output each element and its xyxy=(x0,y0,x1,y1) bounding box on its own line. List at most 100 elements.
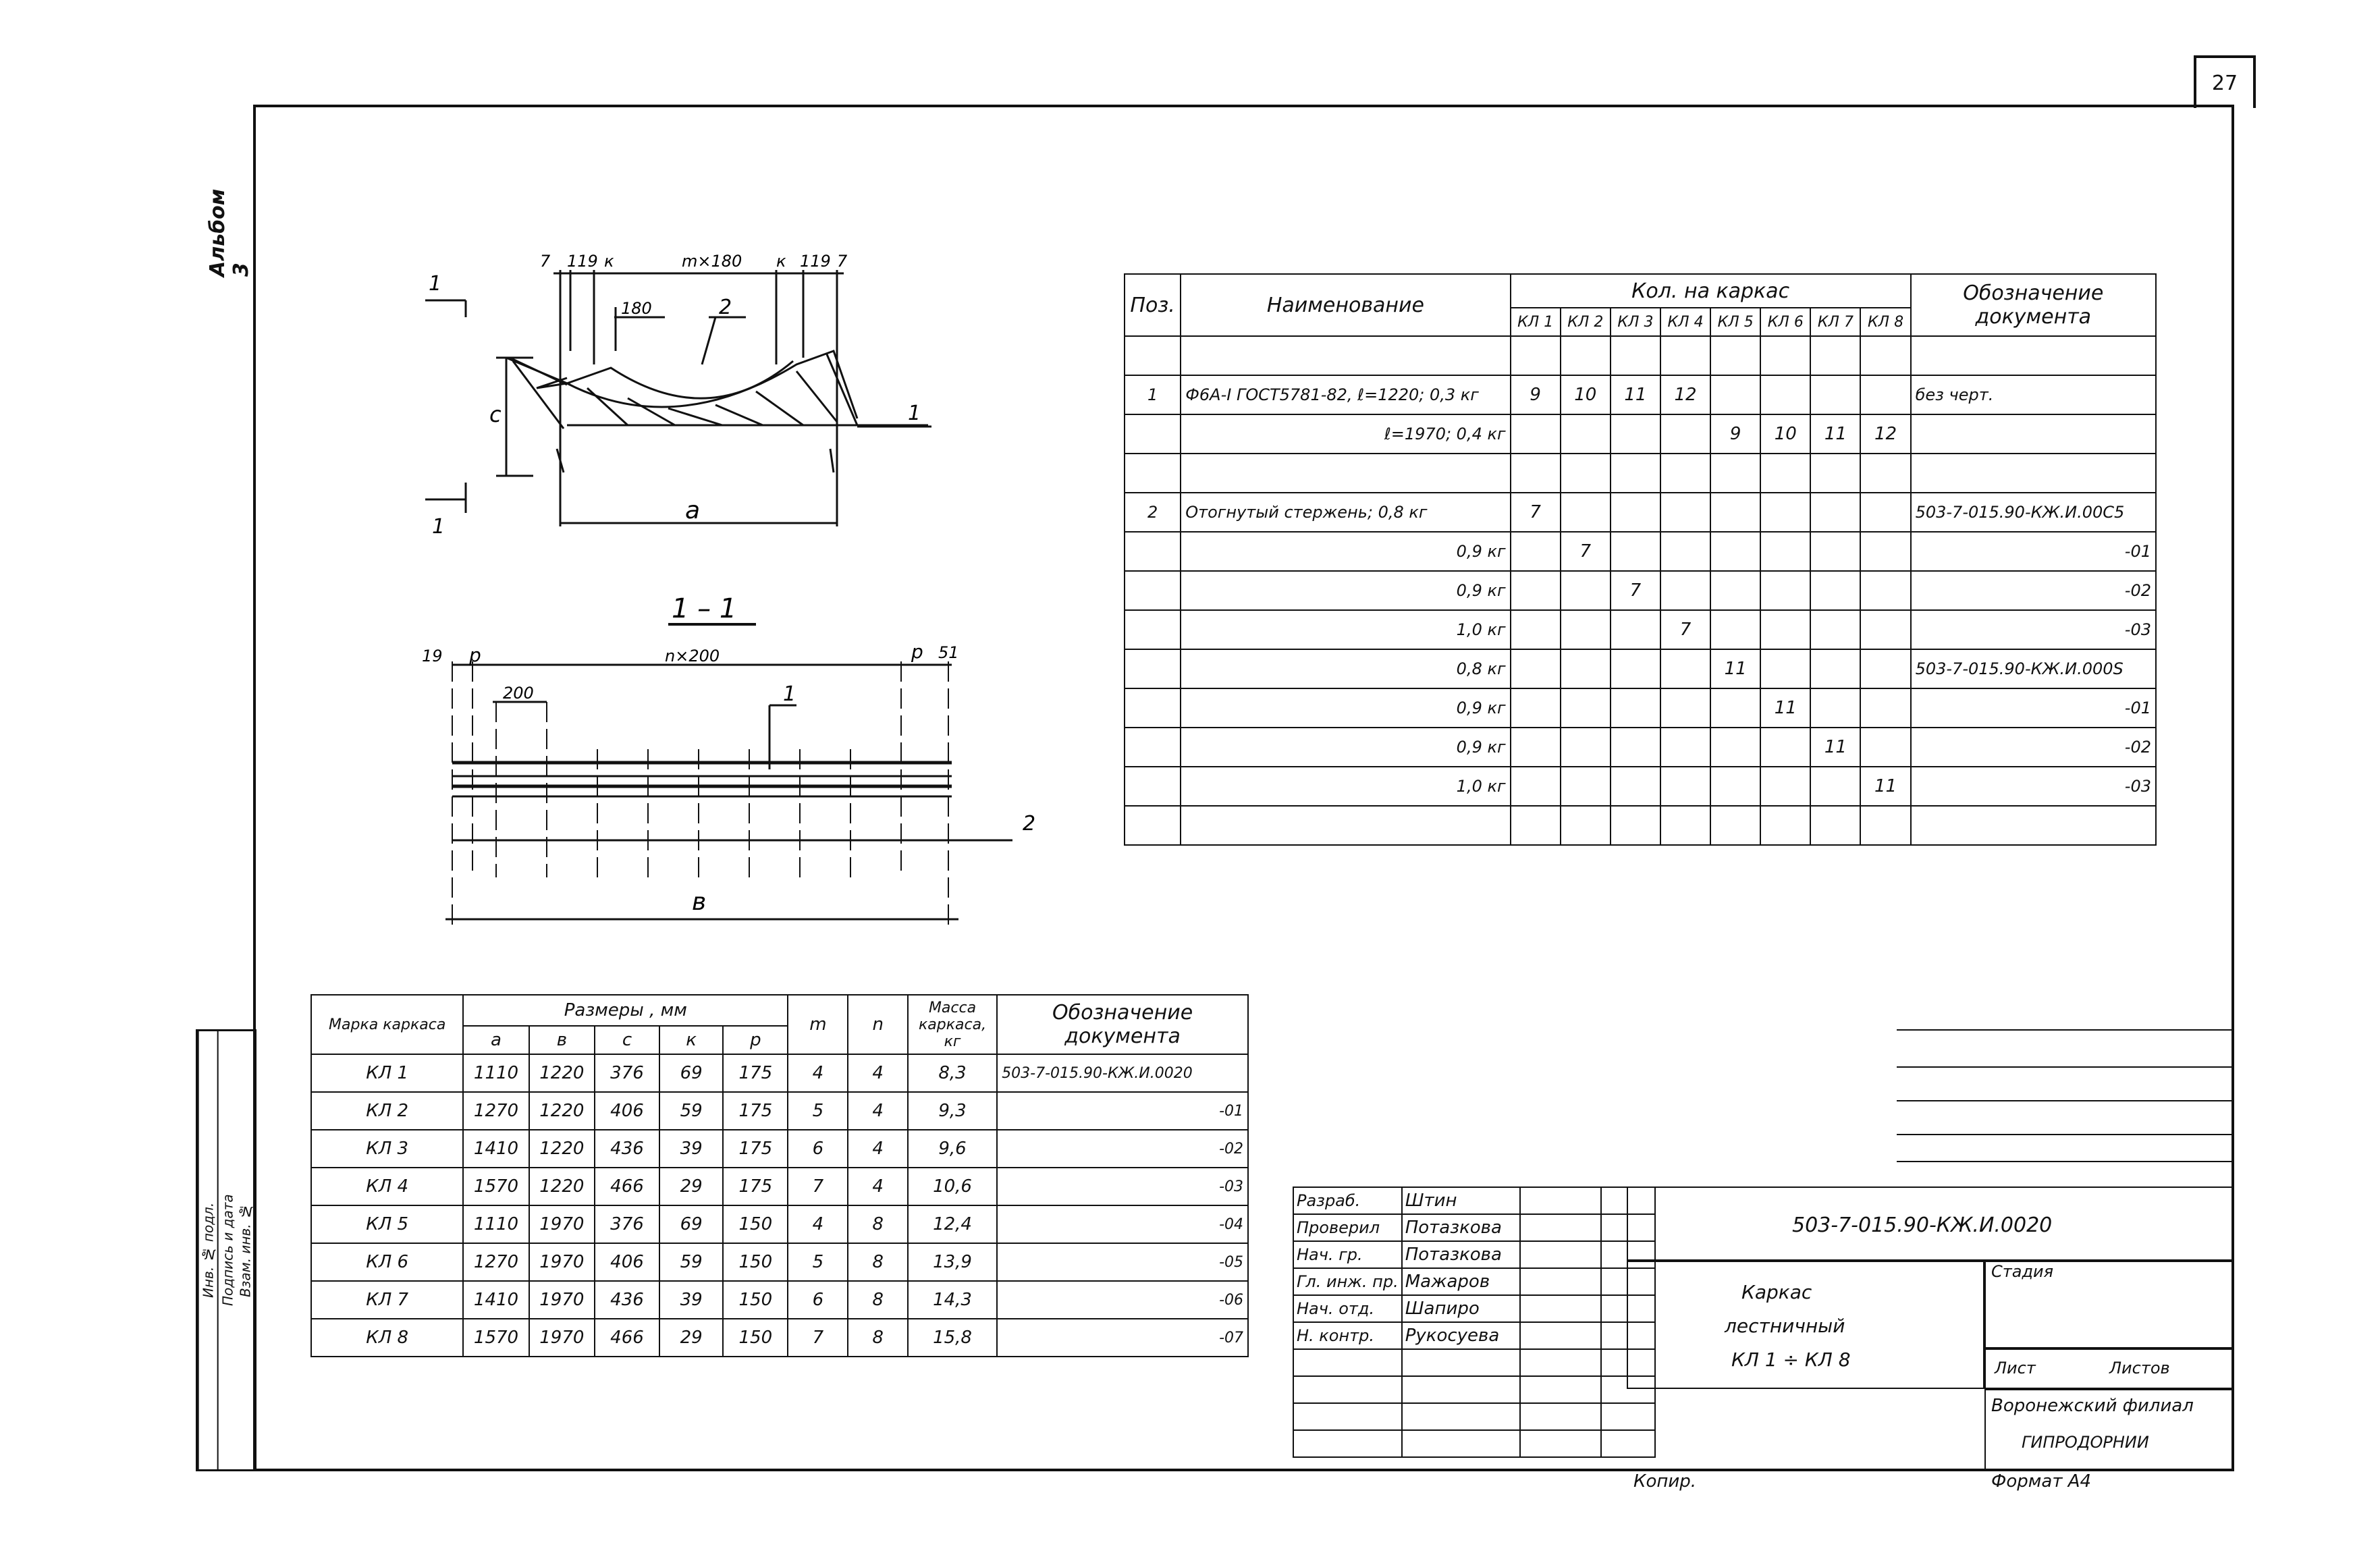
dims-header-mass: Масса каркаса, кг xyxy=(907,994,998,1055)
spec-cell-qty xyxy=(1860,375,1912,415)
signature-role: Нач. отд. xyxy=(1293,1294,1403,1323)
dims-cell-mark: КЛ 6 xyxy=(310,1243,464,1282)
spec-cell-qty: 12 xyxy=(1659,375,1712,415)
spec-cell-qty xyxy=(1559,766,1611,807)
spec-row xyxy=(1123,335,2157,376)
spec-cell-qty xyxy=(1810,649,1862,689)
dims-cell: 29 xyxy=(658,1167,724,1206)
signature-mark xyxy=(1519,1186,1602,1215)
spec-cell-qty xyxy=(1659,335,1712,376)
signature-empty-cell xyxy=(1293,1402,1403,1431)
signature-mark xyxy=(1519,1267,1602,1296)
spec-cell-name: Отогнутый стержень; 0,8 кг xyxy=(1180,492,1511,533)
rev-row-line xyxy=(1897,1134,2234,1135)
dims-cell: 1410 xyxy=(462,1280,530,1319)
left-stamp-strip: Инв. № подл. Подпись и дата Взам. инв. № xyxy=(196,1029,256,1471)
dims-header-doc: Обозначение документа xyxy=(996,994,1249,1055)
spec-cell-qty xyxy=(1710,766,1762,807)
spec-cell-qty xyxy=(1509,727,1561,767)
spec-header-qty: Кол. на каркас xyxy=(1509,273,1912,308)
spec-cell-qty xyxy=(1559,727,1611,767)
dims-cell: 1270 xyxy=(462,1091,530,1130)
stamp-signature-date: Подпись и дата xyxy=(217,1031,237,1469)
signature-row-empty xyxy=(1293,1429,1656,1458)
dims-cell: 10,6 xyxy=(907,1167,998,1206)
dims-cell: 4 xyxy=(847,1129,909,1168)
spec-cell-qty xyxy=(1810,609,1862,650)
signature-empty-cell xyxy=(1519,1348,1602,1377)
part-name-line-2: лестничный xyxy=(1725,1315,1845,1337)
dims-cell: 175 xyxy=(722,1129,789,1168)
spec-cell-qty xyxy=(1860,492,1912,533)
spec-cell-qty xyxy=(1509,453,1561,493)
spec-cell-pos xyxy=(1123,414,1182,454)
spec-cell-doc: -02 xyxy=(1910,570,2157,611)
spec-cell-pos xyxy=(1123,688,1182,728)
spec-cell-qty xyxy=(1710,453,1762,493)
spec-cell-name xyxy=(1180,335,1511,376)
dims-cell: 1970 xyxy=(528,1318,596,1357)
part-name-line-3: КЛ 1 ÷ КЛ 8 xyxy=(1731,1348,1851,1371)
spec-cell-name: 0,9 кг xyxy=(1180,688,1511,728)
dims-cell: 7 xyxy=(787,1318,849,1357)
signature-empty-cell xyxy=(1401,1429,1521,1458)
spec-cell-qty xyxy=(1760,609,1812,650)
rev-row-line xyxy=(1897,1100,2234,1101)
spec-cell-pos xyxy=(1123,453,1182,493)
part-name-line-1: Каркас xyxy=(1741,1281,1812,1303)
spec-cell-qty: 7 xyxy=(1609,570,1661,611)
spec-cell-qty xyxy=(1609,453,1661,493)
dims-cell: -01 xyxy=(996,1091,1249,1130)
signature-empty-cell xyxy=(1293,1429,1403,1458)
dims-cell: 4 xyxy=(847,1054,909,1093)
spec-cell-pos xyxy=(1123,531,1182,572)
spec-cell-qty xyxy=(1609,609,1661,650)
spec-header-pos: Поз. xyxy=(1123,273,1182,337)
spec-cell-name: Ф6А-I ГОСТ5781-82, ℓ=1220; 0,3 кг xyxy=(1180,375,1511,415)
rev-row-line xyxy=(1897,1029,2234,1031)
dims-cell: 1970 xyxy=(528,1280,596,1319)
signature-empty-cell xyxy=(1600,1429,1656,1458)
dims-cell: 7 xyxy=(787,1167,849,1206)
dims-cell: 9,3 xyxy=(907,1091,998,1130)
dims-cell: 5 xyxy=(787,1243,849,1282)
dims-header-m: m xyxy=(787,994,849,1055)
spec-cell-qty: 9 xyxy=(1509,375,1561,415)
dims-cell: 466 xyxy=(594,1167,660,1206)
signature-empty-cell xyxy=(1519,1375,1602,1404)
spec-cell-qty xyxy=(1860,609,1912,650)
spec-cell-qty xyxy=(1659,649,1712,689)
signature-role: Нач. гр. xyxy=(1293,1240,1403,1269)
spec-cell-pos xyxy=(1123,805,1182,846)
dims-cell: 1970 xyxy=(528,1205,596,1244)
signature-role: Проверил xyxy=(1293,1213,1403,1242)
spec-cell-name: ℓ=1970; 0,4 кг xyxy=(1180,414,1511,454)
spec-cell-qty: 12 xyxy=(1860,414,1912,454)
spec-cell-name: 0,9 кг xyxy=(1180,727,1511,767)
spec-cell-qty xyxy=(1710,531,1762,572)
spec-cell-qty xyxy=(1710,805,1762,846)
spec-cell-qty xyxy=(1559,414,1611,454)
dims-cell: 1570 xyxy=(462,1167,530,1206)
sheet-number: 27 xyxy=(2194,55,2256,108)
dims-header-size-col: в xyxy=(528,1025,596,1055)
spec-cell-qty xyxy=(1760,531,1812,572)
stage-label: Стадия xyxy=(1991,1262,2054,1281)
spec-cell-qty xyxy=(1860,335,1912,376)
spec-cell-qty: 11 xyxy=(1810,414,1862,454)
spec-cell-qty xyxy=(1810,570,1862,611)
dims-header-size-col: а xyxy=(462,1025,530,1055)
spec-cell-pos xyxy=(1123,766,1182,807)
spec-header-name: Наименование xyxy=(1180,273,1511,337)
dims-cell-mark: КЛ 7 xyxy=(310,1280,464,1319)
